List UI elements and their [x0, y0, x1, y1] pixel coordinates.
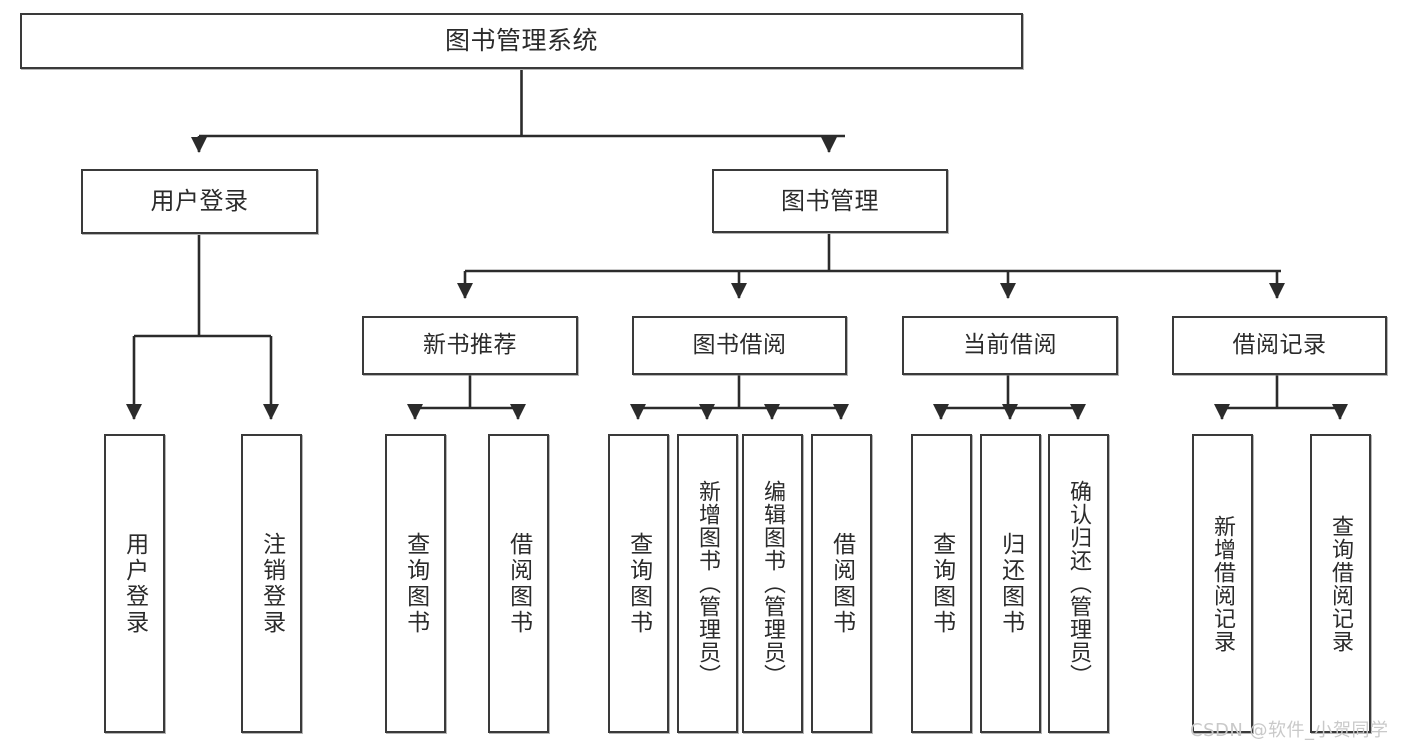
node-leaf-add-book[interactable]: 新增图书（管理员）: [677, 434, 738, 733]
node-leaf-query-book-1-label: 查询图书: [402, 531, 429, 636]
node-user-login-label: 用户登录: [150, 187, 249, 216]
node-leaf-edit-book-label: 编辑图书（管理员）: [760, 480, 786, 687]
node-leaf-return-book[interactable]: 归还图书: [980, 434, 1041, 733]
node-root-label: 图书管理系统: [444, 26, 598, 55]
node-leaf-logout[interactable]: 注销登录: [241, 434, 302, 733]
node-user-login[interactable]: 用户登录: [81, 169, 318, 234]
node-leaf-borrow-book-2-label: 借阅图书: [828, 531, 855, 636]
node-leaf-confirm-return-label: 确认归还（管理员）: [1066, 480, 1092, 687]
node-borrow-record-label: 借阅记录: [1232, 331, 1327, 358]
node-leaf-user-login-label: 用户登录: [121, 531, 148, 636]
node-leaf-edit-book[interactable]: 编辑图书（管理员）: [742, 434, 803, 733]
node-leaf-logout-label: 注销登录: [258, 531, 285, 636]
node-leaf-query-book-3-label: 查询图书: [928, 531, 955, 636]
node-new-book-rec[interactable]: 新书推荐: [362, 316, 578, 375]
node-borrow-record[interactable]: 借阅记录: [1172, 316, 1387, 375]
node-leaf-add-record-label: 新增借阅记录: [1210, 514, 1236, 653]
node-leaf-borrow-book-1-label: 借阅图书: [505, 531, 532, 636]
node-book-manage-label: 图书管理: [781, 186, 879, 215]
node-leaf-add-record[interactable]: 新增借阅记录: [1192, 434, 1253, 733]
node-current-borrow-label: 当前借阅: [963, 331, 1057, 358]
node-book-borrow-label: 图书借阅: [692, 331, 787, 358]
node-book-borrow[interactable]: 图书借阅: [632, 316, 847, 375]
node-leaf-return-book-label: 归还图书: [997, 531, 1024, 636]
node-leaf-query-record[interactable]: 查询借阅记录: [1310, 434, 1371, 733]
node-leaf-query-book-2[interactable]: 查询图书: [608, 434, 669, 733]
node-leaf-borrow-book-2[interactable]: 借阅图书: [811, 434, 872, 733]
node-new-book-rec-label: 新书推荐: [423, 331, 517, 358]
node-leaf-confirm-return[interactable]: 确认归还（管理员）: [1048, 434, 1109, 733]
node-leaf-query-book-3[interactable]: 查询图书: [911, 434, 972, 733]
node-leaf-query-book-2-label: 查询图书: [625, 531, 652, 636]
node-leaf-add-book-label: 新增图书（管理员）: [695, 480, 721, 687]
node-leaf-query-record-label: 查询借阅记录: [1328, 514, 1354, 653]
node-current-borrow[interactable]: 当前借阅: [902, 316, 1118, 375]
node-book-manage[interactable]: 图书管理: [712, 169, 948, 233]
node-root[interactable]: 图书管理系统: [20, 13, 1023, 69]
node-leaf-user-login[interactable]: 用户登录: [104, 434, 165, 733]
watermark: CSDN @软件_小贺同学: [1190, 720, 1389, 741]
node-leaf-query-book-1[interactable]: 查询图书: [385, 434, 446, 733]
node-leaf-borrow-book-1[interactable]: 借阅图书: [488, 434, 549, 733]
